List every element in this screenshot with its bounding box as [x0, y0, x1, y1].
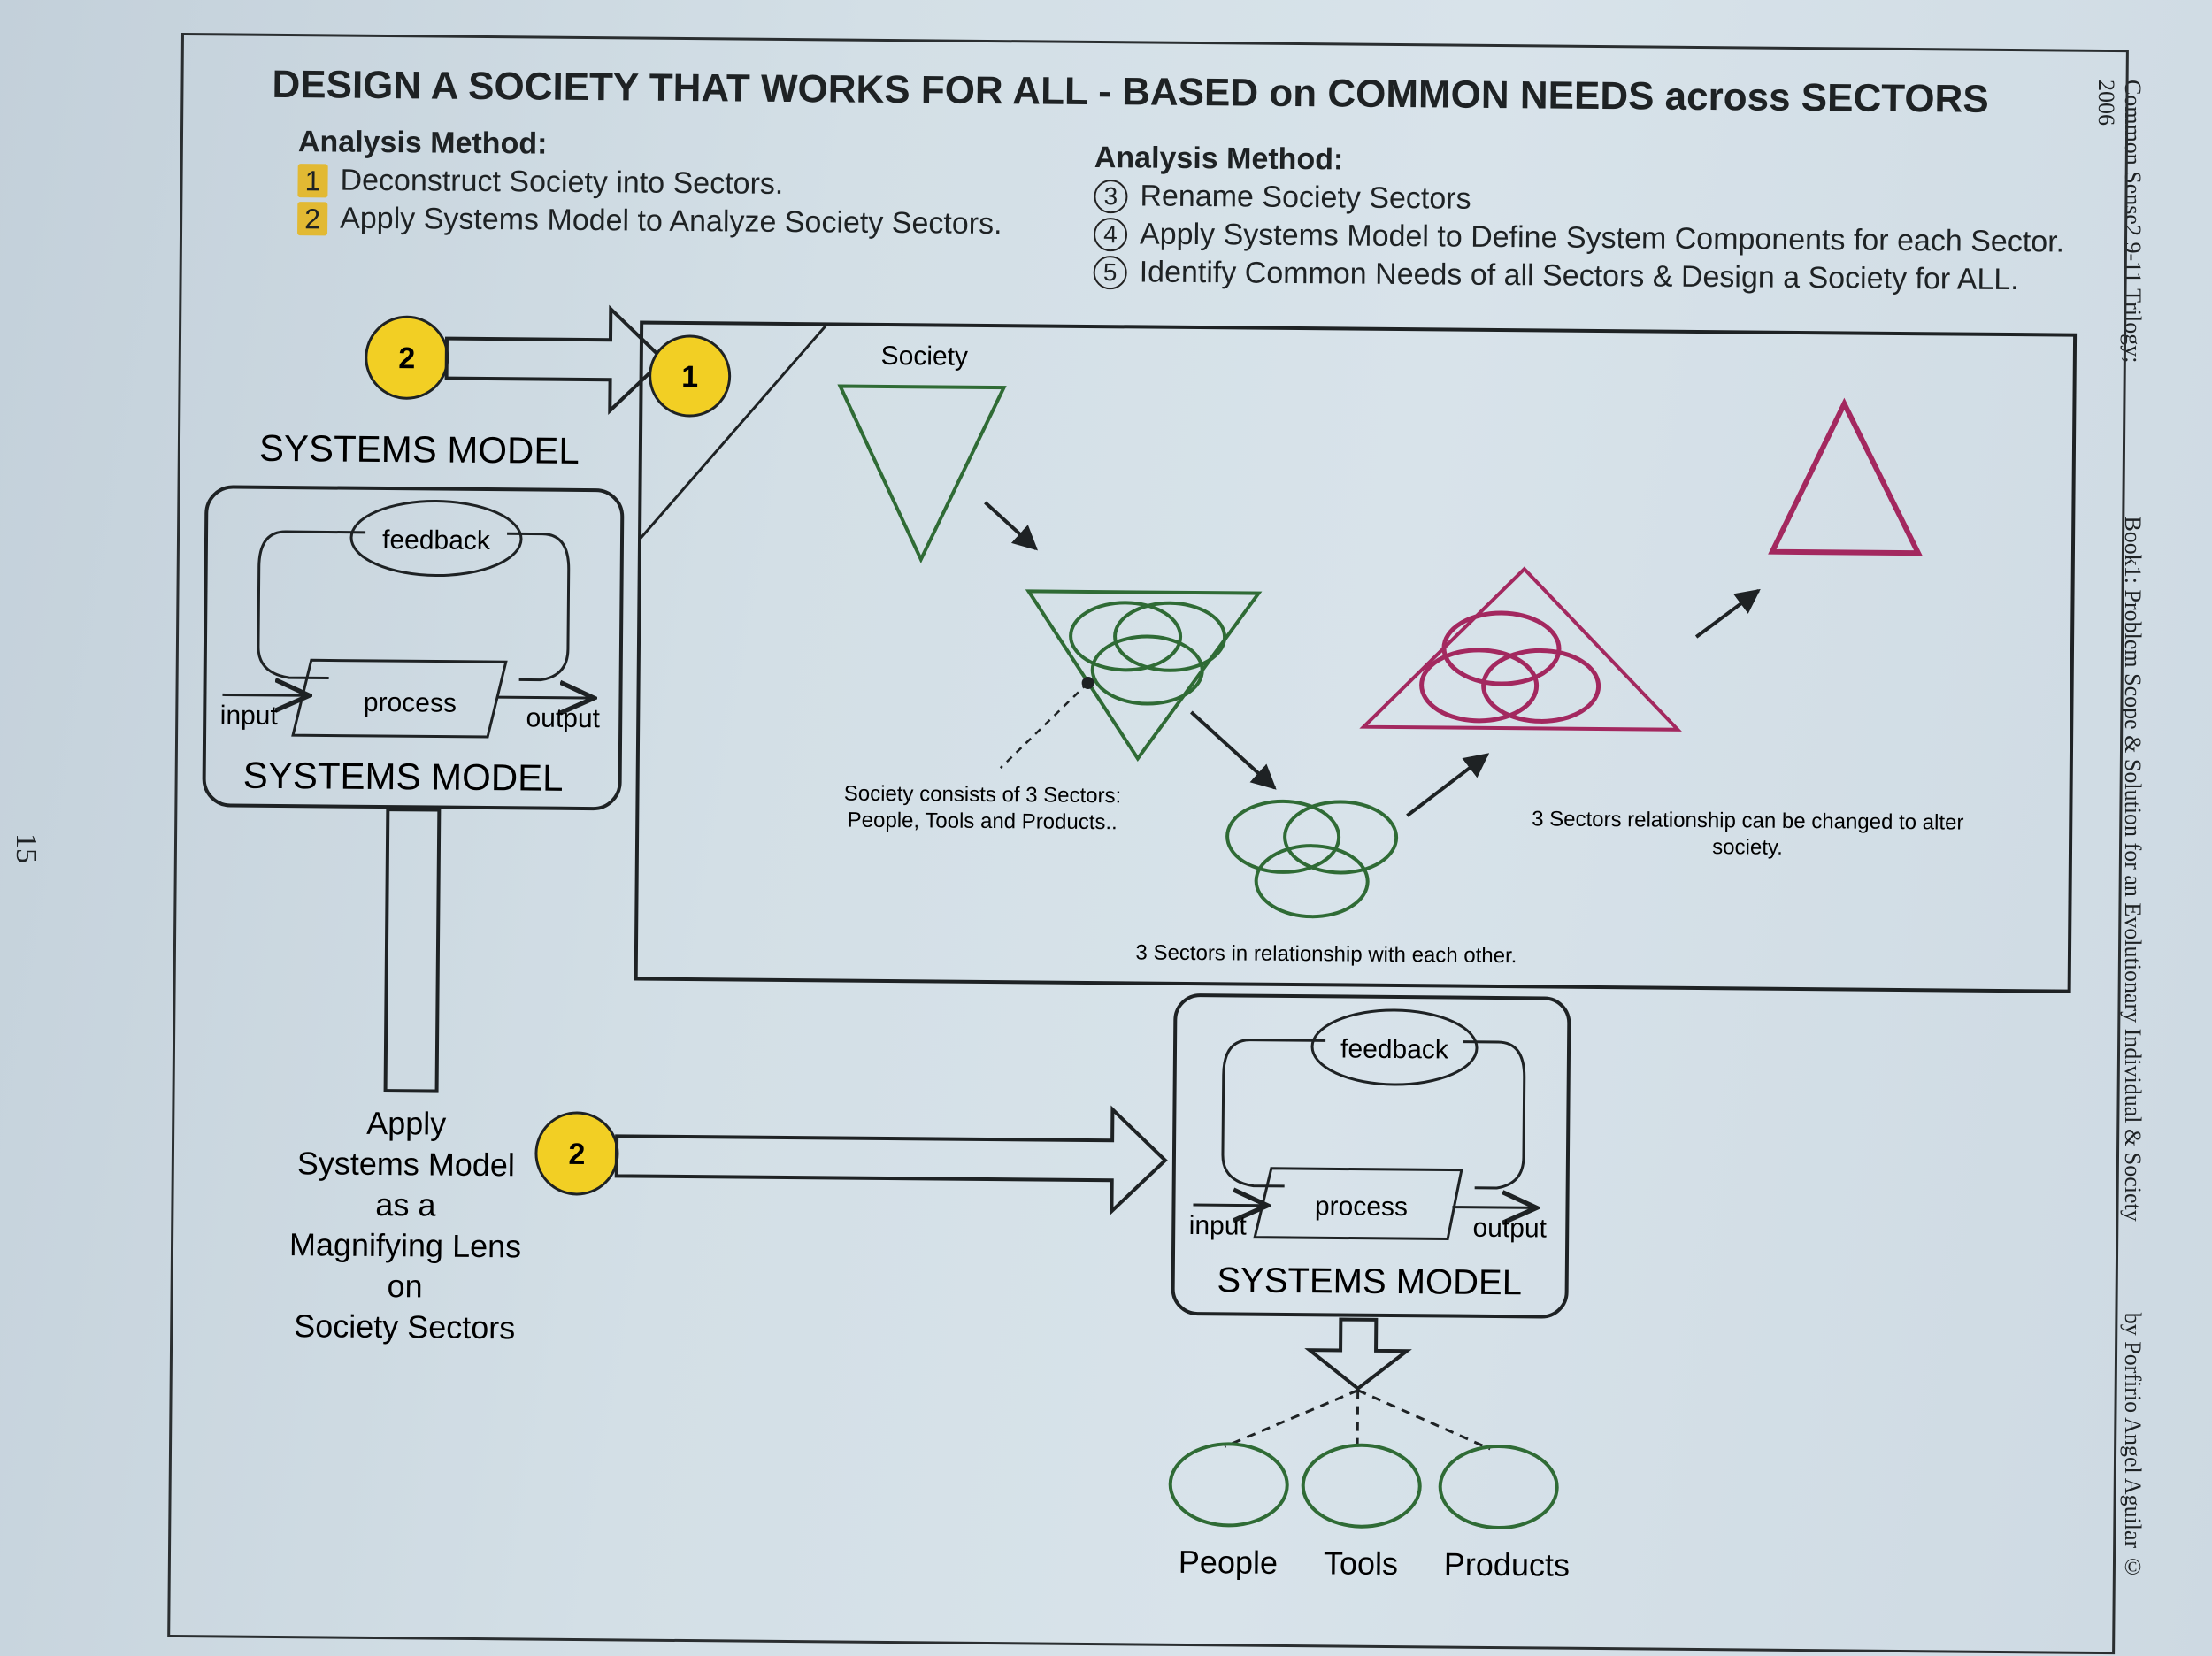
output-arrow [496, 697, 594, 698]
relationship-label: 3 Sectors in relationship with each othe… [1135, 940, 1517, 968]
lens-line-3: as a [375, 1186, 436, 1223]
feedback-label: feedback [382, 525, 491, 556]
tree-line-people [1224, 1389, 1359, 1448]
consists-line-2: People, Tools and Products.. [848, 809, 1118, 835]
lens-line-4: Magnifying Lens [289, 1226, 522, 1264]
feedback-loop-left-bottom [1221, 1039, 1326, 1188]
venn-free-circle-b [1283, 800, 1399, 875]
lens-line-2: Systems Model [297, 1145, 515, 1183]
society-triangle [837, 384, 1007, 564]
hollow-arrow-right-bottom [614, 1105, 1168, 1215]
systems-model-bottom: feedback process input output SYSTEMS MO… [1171, 993, 1571, 1319]
altered-venn-circle-b [1419, 648, 1540, 724]
altered-society-triangle [1359, 566, 1682, 732]
arrow-to-altered-triangle [1406, 753, 1490, 817]
badge-1-circle [649, 334, 732, 418]
output-label: output [526, 703, 600, 733]
changed-line-1: 3 Sectors relationship can be changed to… [1532, 807, 1964, 834]
process-label: process [364, 688, 457, 718]
sector-tools-label: Tools [1324, 1545, 1398, 1582]
sidebar-credits: Common Sense2 9-11 Trilogy; Book1: Probl… [2093, 80, 2146, 1601]
badge-1-label: 1 [681, 360, 698, 394]
input-label-bottom: input [1189, 1211, 1248, 1241]
process-label-bottom: process [1315, 1192, 1408, 1222]
diagram-canvas: 2 SYSTEMS MODEL feedback process input o… [202, 304, 2078, 1583]
systems-model-title-bottom: SYSTEMS MODEL [243, 755, 564, 799]
venn-free-circle-c [1254, 844, 1370, 919]
consists-line-1: Society consists of 3 Sectors: [844, 782, 1122, 809]
feedback-label-bottom: feedback [1340, 1034, 1449, 1064]
systems-model-title-bottom-2: SYSTEMS MODEL [1217, 1261, 1522, 1302]
input-arrow [222, 694, 309, 695]
tree-line-products [1357, 1389, 1491, 1451]
feedback-ellipse [349, 500, 523, 578]
sector-people-label: People [1179, 1544, 1278, 1581]
hollow-arrow-down [1304, 1317, 1412, 1392]
arrow-to-sectors-triangle [984, 501, 1039, 551]
sidebar-author: by Porfirio Angel Aguilar © 2006 [2093, 80, 2146, 1580]
badge-2-bottom-label: 2 [568, 1138, 585, 1171]
sector-tree-lines [1224, 1389, 1491, 1451]
sidebar-book: Book1: Problem Scope & Solution for an E… [2120, 516, 2146, 1222]
venn-circle-a [1069, 601, 1183, 672]
arrow-to-new-triangle [1694, 588, 1761, 639]
altered-venn-circle-c [1481, 648, 1601, 724]
step-2-top-indicator: 2 [365, 304, 666, 415]
products-ellipse [1438, 1445, 1559, 1530]
page-number: 15 [10, 833, 42, 863]
arrow-to-venn [1189, 710, 1277, 790]
feedback-loop-right-bottom [1463, 1040, 1526, 1190]
hollow-arrow-right-top [444, 304, 666, 415]
sector-ellipses [1168, 1442, 1559, 1530]
society-panel: 1 Society Society consists of 3 Sectors:… [634, 320, 2078, 993]
venn-circle-b [1113, 601, 1227, 672]
vertical-connector [383, 808, 442, 1093]
sectors-triangle [1025, 589, 1263, 762]
feedback-loop-left [257, 530, 366, 679]
magnifying-lens-text: Apply Systems Model as a Magnifying Lens… [289, 1105, 522, 1346]
callout-dashed-line [999, 682, 1089, 770]
panel-corner-line [638, 325, 827, 540]
systems-model-left-box [202, 485, 625, 811]
sectors-venn-in-triangle [1069, 601, 1227, 706]
sectors-venn-free [1225, 799, 1399, 919]
changed-line-2: society. [1712, 835, 1783, 860]
systems-model-bottom-box [1171, 993, 1571, 1319]
sidebar-series: Common Sense2 9-11 Trilogy; [2120, 80, 2146, 364]
altered-venn-circle-a [1441, 610, 1562, 686]
badge-2-top-label: 2 [398, 341, 415, 375]
tools-ellipse [1301, 1443, 1422, 1529]
altered-venn [1419, 610, 1601, 724]
society-panel-box [634, 320, 2078, 993]
venn-circle-c [1090, 634, 1204, 706]
feedback-ellipse-bottom [1310, 1008, 1479, 1086]
output-label-bottom: output [1472, 1214, 1547, 1244]
tree-line-tools [1356, 1390, 1360, 1448]
systems-model-title-top: SYSTEMS MODEL [259, 427, 580, 472]
feedback-loop-right [507, 532, 571, 682]
step-2-bottom-indicator: 2 [534, 1105, 1168, 1215]
society-label: Society [881, 341, 969, 372]
new-society-triangle [1768, 397, 1923, 556]
lens-line-5: on [387, 1268, 422, 1304]
people-ellipse [1168, 1442, 1289, 1528]
venn-free-circle-a [1225, 799, 1341, 874]
systems-model-left: feedback process input output SYSTEMS MO… [202, 485, 625, 811]
lens-line-1: Apply [366, 1105, 446, 1142]
sector-products-label: Products [1444, 1546, 1570, 1583]
diagram-frame: DESIGN A SOCIETY THAT WORKS FOR ALL - BA… [167, 33, 2129, 1655]
lens-line-6: Society Sectors [294, 1307, 515, 1346]
input-label: input [220, 701, 279, 731]
input-arrow-bottom [1193, 1205, 1267, 1206]
